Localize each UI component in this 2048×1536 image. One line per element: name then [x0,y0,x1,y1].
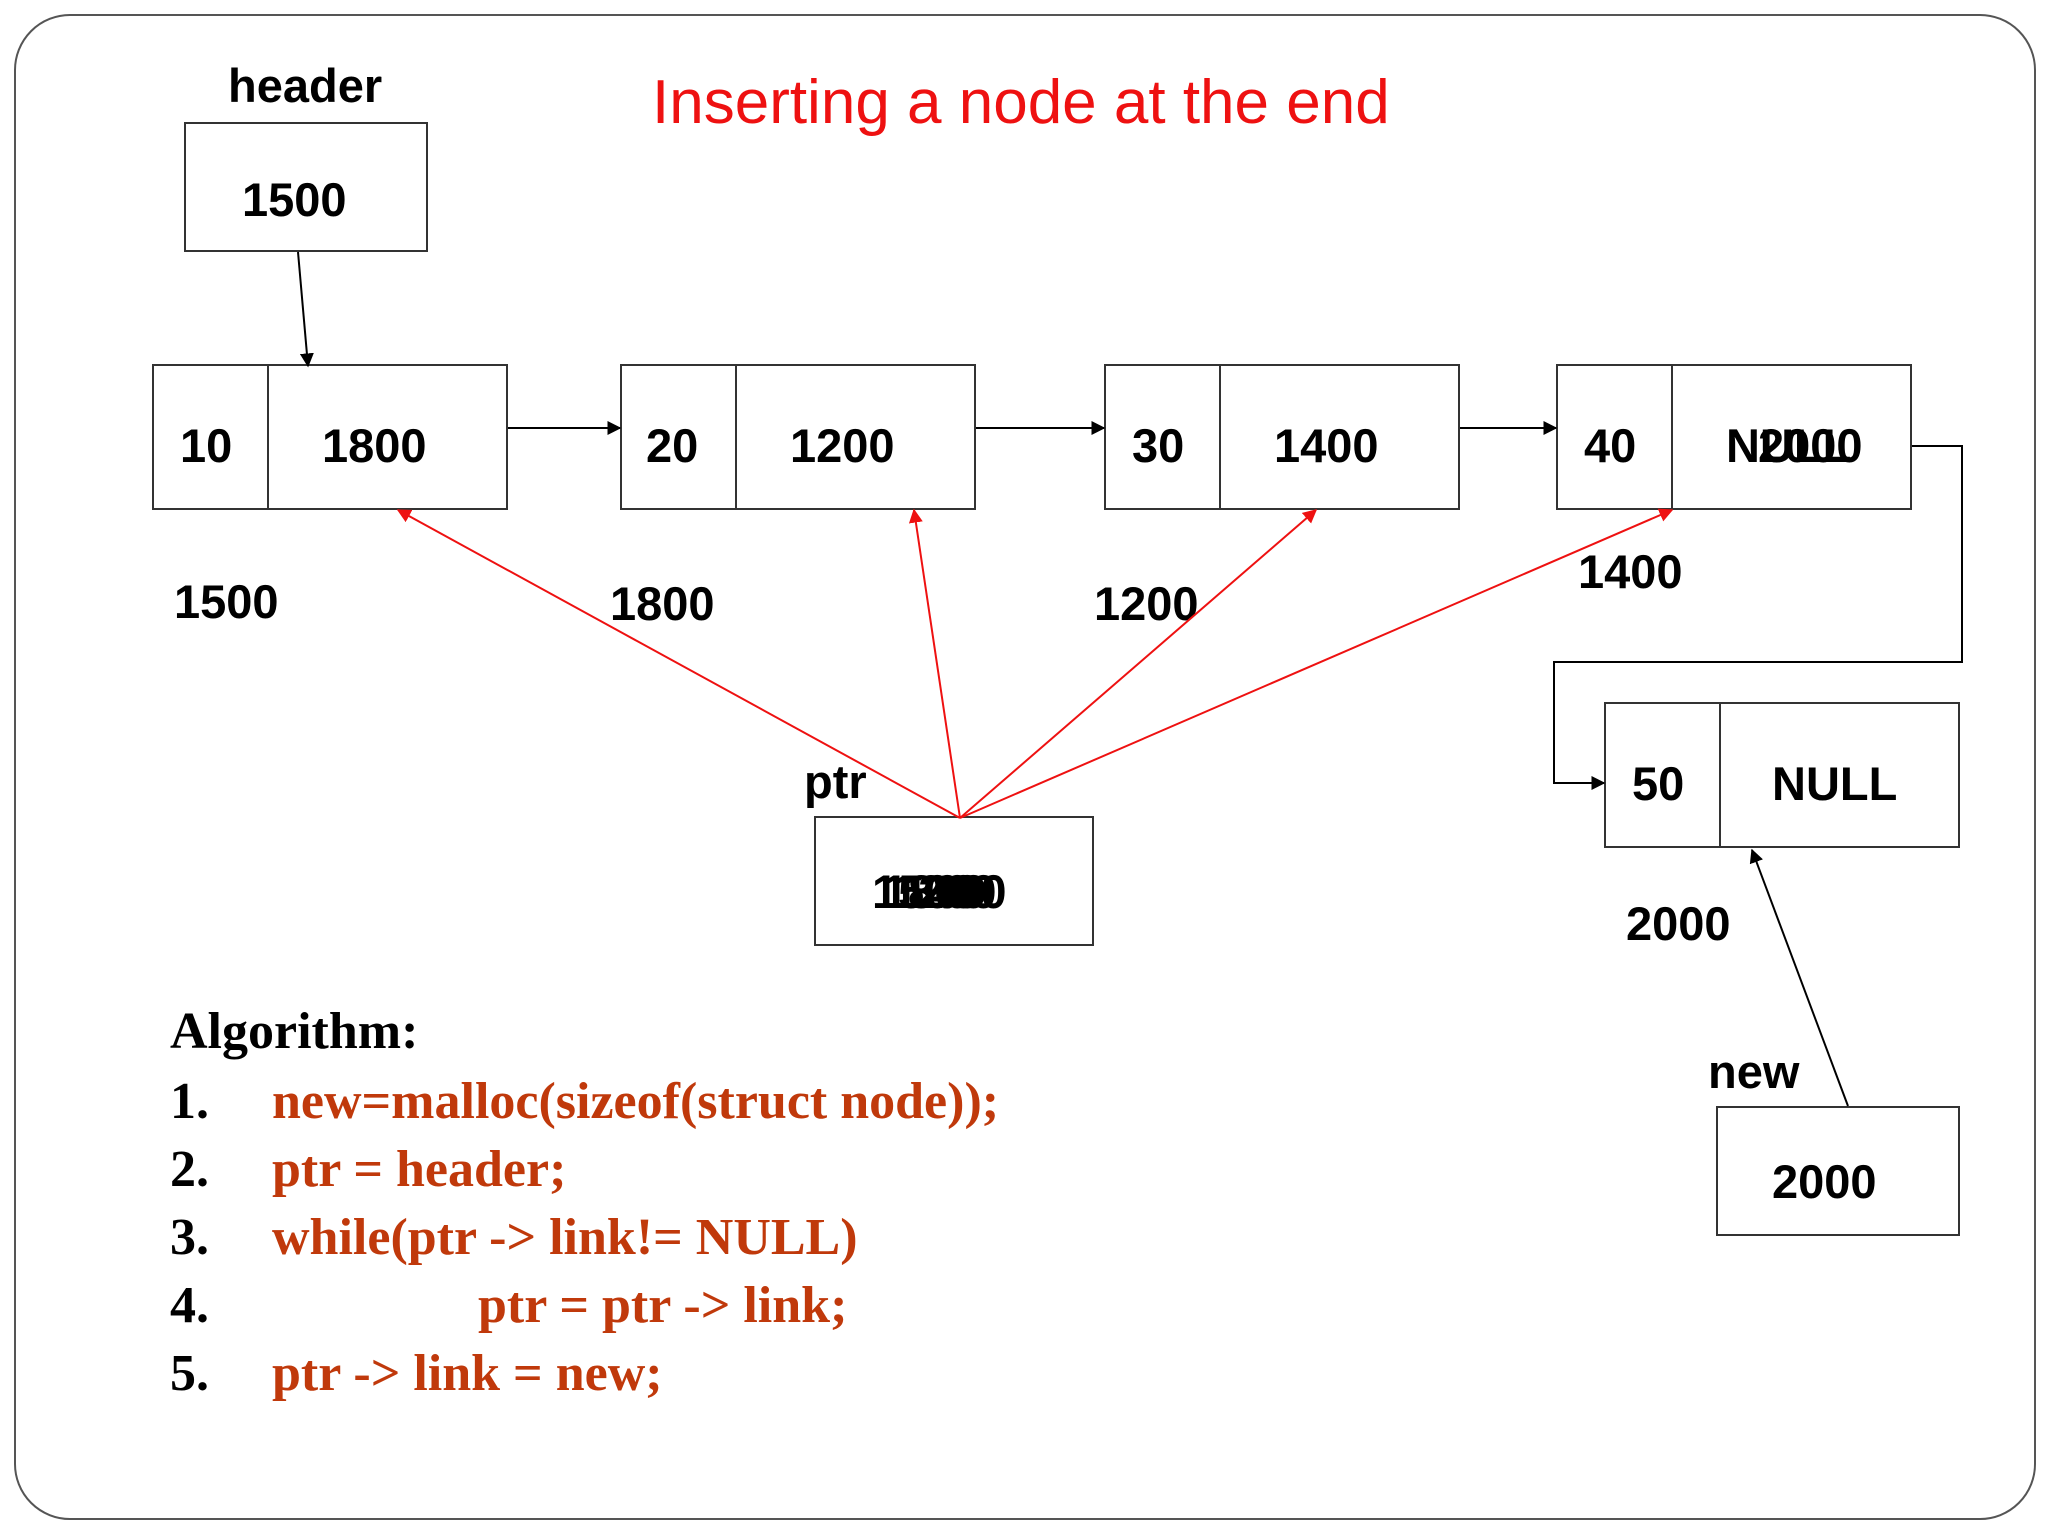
ptr-value-2: 1800 [882,865,987,918]
node-link: 1400 [1274,419,1379,472]
step-code: while(ptr -> link!= NULL) [272,1209,858,1266]
node-link-old: NULL [1726,419,1852,472]
node-address: 1400 [1578,545,1683,598]
node-link: 1200 [790,419,895,472]
node-divider [1671,366,1673,508]
ptr-value-1: 1500 [872,865,977,918]
algorithm-heading: Algorithm: [170,1003,419,1060]
node-divider [267,366,269,508]
ptr-arrow-node2 [908,508,961,819]
step-number: 4. [170,1277,209,1334]
ptr-value-3: 1200 [892,865,997,918]
ptr-label: ptr [804,755,867,808]
step-number: 1. [170,1073,209,1130]
node-3: 30 1400 [1104,364,1460,510]
new-node: 50 NULL [1604,702,1960,848]
step-number: 3. [170,1209,209,1266]
node-link: NULL [1772,757,1898,810]
ptr-arrow-node1 [396,509,961,819]
new-value: 2000 [1772,1155,1877,1208]
ptr-arrow-node4 [959,508,1674,819]
step-code: ptr = ptr -> link; [478,1277,848,1334]
ptr-value-4: 1400 [902,865,1007,918]
node-address: 1800 [610,577,715,630]
node-address: 1500 [174,575,279,628]
node-1: 10 1800 [152,364,508,510]
step-code: ptr -> link = new; [272,1345,663,1402]
node4-to-new-node-arrow [1553,445,1963,790]
node-data: 50 [1632,757,1685,810]
step-number: 2. [170,1141,209,1198]
new-box: 2000 [1716,1106,1960,1236]
node-link: 1800 [322,419,427,472]
header-value: 1500 [242,173,347,226]
node-data: 10 [180,419,233,472]
node-divider [735,366,737,508]
node-link-new: 2000 [1758,419,1863,472]
node-2: 20 1200 [620,364,976,510]
node-address: 2000 [1626,897,1731,950]
header-label: header [228,59,383,112]
slide-title: Inserting a node at the end [652,68,1390,137]
ptr-box: 1500 1800 1200 1400 [814,816,1094,946]
new-label: new [1708,1045,1800,1098]
ptr-arrow-node3 [959,509,1318,819]
node-data: 30 [1132,419,1185,472]
step-number: 5. [170,1345,209,1402]
slide-frame [14,14,2036,1520]
step-code: ptr = header; [272,1141,567,1198]
node-address: 1200 [1094,577,1199,630]
new-pointer-arrow [1749,848,1849,1107]
node-4: 40 NULL 2000 [1556,364,1912,510]
header-box: 1500 [184,122,428,252]
node-data: 40 [1584,419,1637,472]
node-divider [1219,366,1221,508]
header-to-node1-arrow [297,251,314,368]
node-divider [1719,704,1721,846]
node-data: 20 [646,419,699,472]
step-code: new=malloc(sizeof(struct node)); [272,1073,1000,1130]
